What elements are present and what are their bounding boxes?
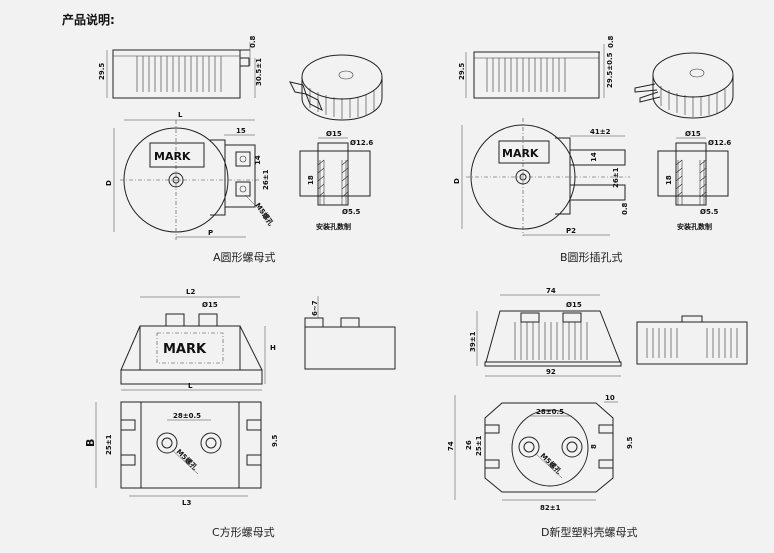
- b-18-dim: 18: [665, 175, 673, 185]
- d-26-dim: 26: [465, 440, 473, 450]
- b-phi15-dim: Ø15: [685, 130, 701, 138]
- d-front-view: 74 Ø15 39±1 92: [469, 287, 622, 377]
- b-phi5-dim: Ø5.5: [700, 208, 718, 216]
- b-height-dim: 29.5: [458, 63, 466, 80]
- c-H-dim: H: [270, 344, 276, 352]
- drawing-c: L2 Ø15 MARK H L 6~7: [84, 288, 396, 507]
- c-mark-label: MARK: [163, 342, 207, 357]
- d-95-dim: 9.5: [626, 436, 634, 449]
- a-section-view: Ø15 Ø12.6 18 Ø5.5 安装孔数制: [299, 130, 373, 231]
- b-top-view: MARK 41±2 D 14 26±1 0.8 P2: [453, 118, 630, 236]
- d-82-dim: 82±1: [540, 504, 561, 512]
- a-26-dim: 26±1: [262, 169, 270, 190]
- b-41-dim: 41±2: [590, 128, 611, 136]
- c-95-dim: 9.5: [271, 434, 279, 447]
- a-thick-dim: 0.8: [249, 35, 257, 48]
- page-title: 产品说明:: [62, 13, 115, 27]
- c-phi15-dim: Ø15: [202, 301, 218, 309]
- d-74-dim: 74: [546, 287, 556, 295]
- a-height-dim: 29.5: [98, 63, 106, 80]
- a-side-dim: 30.5±1: [255, 58, 263, 86]
- a-m5-label: M5螺孔: [253, 201, 275, 227]
- a-3d-view: [289, 54, 383, 121]
- a-P-dim: P: [208, 229, 213, 237]
- a-mark-label: MARK: [154, 150, 191, 163]
- c-front-view: L2 Ø15 MARK H L: [120, 288, 276, 391]
- c-L2-dim: L2: [186, 288, 195, 296]
- b-14-dim: 14: [590, 152, 598, 162]
- caption-b: B圆形插孔式: [560, 251, 623, 264]
- b-section-view: Ø15 Ø12.6 18 Ø5.5 安装孔数制: [657, 130, 731, 231]
- d-side-view: [636, 315, 748, 365]
- c-67-dim: 6~7: [311, 300, 319, 316]
- c-m5-label: M5螺孔: [175, 447, 200, 472]
- b-side-view: 29.5 0.8 29.5±0.5: [458, 35, 615, 99]
- d-8-dim: 8: [590, 444, 598, 449]
- drawing-a: 29.5 0.8 30.5±1: [98, 35, 383, 240]
- a-phi15-dim: Ø15: [326, 130, 342, 138]
- b-phi12-dim: Ø12.6: [708, 139, 731, 147]
- caption-c: C方形螺母式: [212, 526, 275, 539]
- d-39-dim: 39±1: [469, 331, 477, 352]
- a-phi5-dim: Ø5.5: [342, 208, 360, 216]
- b-08-dim: 0.8: [621, 202, 629, 215]
- drawing-b: 29.5 0.8 29.5±0.5: [453, 35, 734, 236]
- b-3d-view: [634, 52, 734, 119]
- c-L3-dim: L3: [182, 499, 191, 507]
- d-10-dim: 10: [605, 394, 615, 402]
- b-side-dim: 29.5±0.5: [606, 52, 614, 88]
- a-14-dim: 14: [254, 155, 262, 165]
- b-26-dim: 26±1: [612, 167, 620, 188]
- c-25-dim: 25±1: [105, 434, 113, 455]
- d-25-dim: 25±1: [475, 435, 483, 456]
- a-18-dim: 18: [307, 175, 315, 185]
- a-phi12-dim: Ø12.6: [350, 139, 373, 147]
- c-B-dim: B: [84, 439, 97, 447]
- a-L-dim: L: [178, 111, 183, 119]
- c-top-view: 28±0.5 B 25±1 M5螺孔 9.5 L3: [84, 401, 279, 507]
- a-hole-label: 安装孔数制: [316, 222, 351, 231]
- b-thick-dim: 0.8: [607, 35, 615, 48]
- b-mark-label: MARK: [502, 147, 539, 160]
- a-top-view: MARK L 15 D 14 26±1 M5螺孔 P: [105, 111, 276, 240]
- a-15-dim: 15: [236, 127, 246, 135]
- d-28-dim: 28±0.5: [536, 408, 564, 416]
- c-L-dim: L: [188, 382, 193, 390]
- d-m5-label: M5螺孔: [539, 451, 564, 476]
- d-74v-dim: 74: [447, 441, 455, 451]
- b-hole-label: 安装孔数制: [677, 222, 712, 231]
- c-side-view: 6~7: [304, 296, 396, 370]
- b-P2-dim: P2: [566, 227, 576, 235]
- c-28-dim: 28±0.5: [173, 412, 201, 420]
- drawing-d: 74 Ø15 39±1 92: [447, 287, 748, 512]
- a-side-view: 29.5 0.8 30.5±1: [98, 35, 263, 99]
- caption-d: D新型塑料壳螺母式: [541, 526, 638, 539]
- b-D-dim: D: [453, 178, 461, 184]
- d-top-view: 28±0.5 10 74 26 25±1 M5螺孔 8 9.5 82±1: [447, 394, 634, 512]
- caption-a: A圆形螺母式: [213, 251, 276, 264]
- d-phi15-dim: Ø15: [566, 301, 582, 309]
- d-92-dim: 92: [546, 368, 556, 376]
- a-D-dim: D: [105, 180, 113, 186]
